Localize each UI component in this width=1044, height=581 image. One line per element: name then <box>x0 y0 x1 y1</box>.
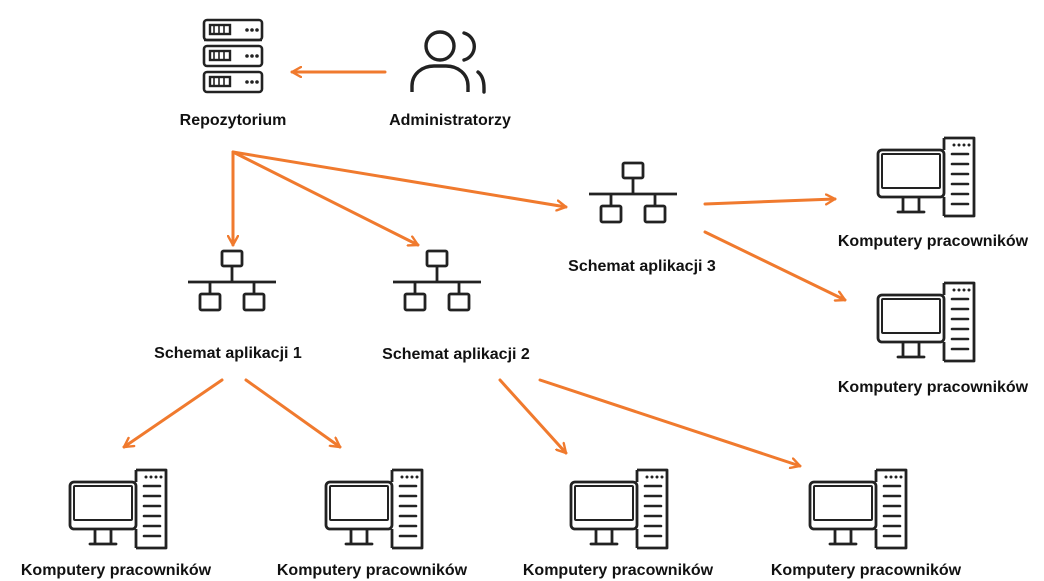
arrow-scheme-2-to-computers-4 <box>538 378 802 466</box>
desktop-computer-icon <box>876 136 976 218</box>
desktop-computer-icon <box>569 468 669 550</box>
arrow-scheme-1-to-computers-2 <box>244 378 342 449</box>
arrow-repository-to-scheme-3 <box>231 150 568 207</box>
computers-label: Komputery pracowników <box>20 562 212 579</box>
network-icon <box>587 161 679 224</box>
desktop-computer-icon <box>876 281 976 363</box>
arrow-repository-to-scheme-2 <box>231 150 420 245</box>
network-icon <box>186 249 278 312</box>
arrow-scheme-1-to-computers-1 <box>122 378 224 449</box>
server-icon <box>202 18 264 94</box>
computers-label: Komputery pracowników <box>770 562 962 579</box>
desktop-computer-icon <box>324 468 424 550</box>
scheme-1-label: Schemat aplikacji 1 <box>154 345 302 362</box>
computers-label: Komputery pracowników <box>276 562 468 579</box>
scheme-3-label: Schemat aplikacji 3 <box>568 258 716 275</box>
computers-label: Komputery pracowników <box>837 379 1029 396</box>
users-icon <box>410 30 486 94</box>
arrow-scheme-3-to-computers-top <box>703 199 837 206</box>
scheme-2-label: Schemat aplikacji 2 <box>382 346 530 363</box>
arrow-scheme-2-to-computers-3 <box>498 378 568 455</box>
arrow-scheme-3-to-computers-middle <box>703 230 847 300</box>
computers-label: Komputery pracowników <box>837 233 1029 250</box>
computers-label: Komputery pracowników <box>522 562 714 579</box>
repository-label: Repozytorium <box>179 112 287 129</box>
desktop-computer-icon <box>808 468 908 550</box>
administrators-label: Administratorzy <box>389 112 511 129</box>
network-icon <box>391 249 483 312</box>
desktop-computer-icon <box>68 468 168 550</box>
